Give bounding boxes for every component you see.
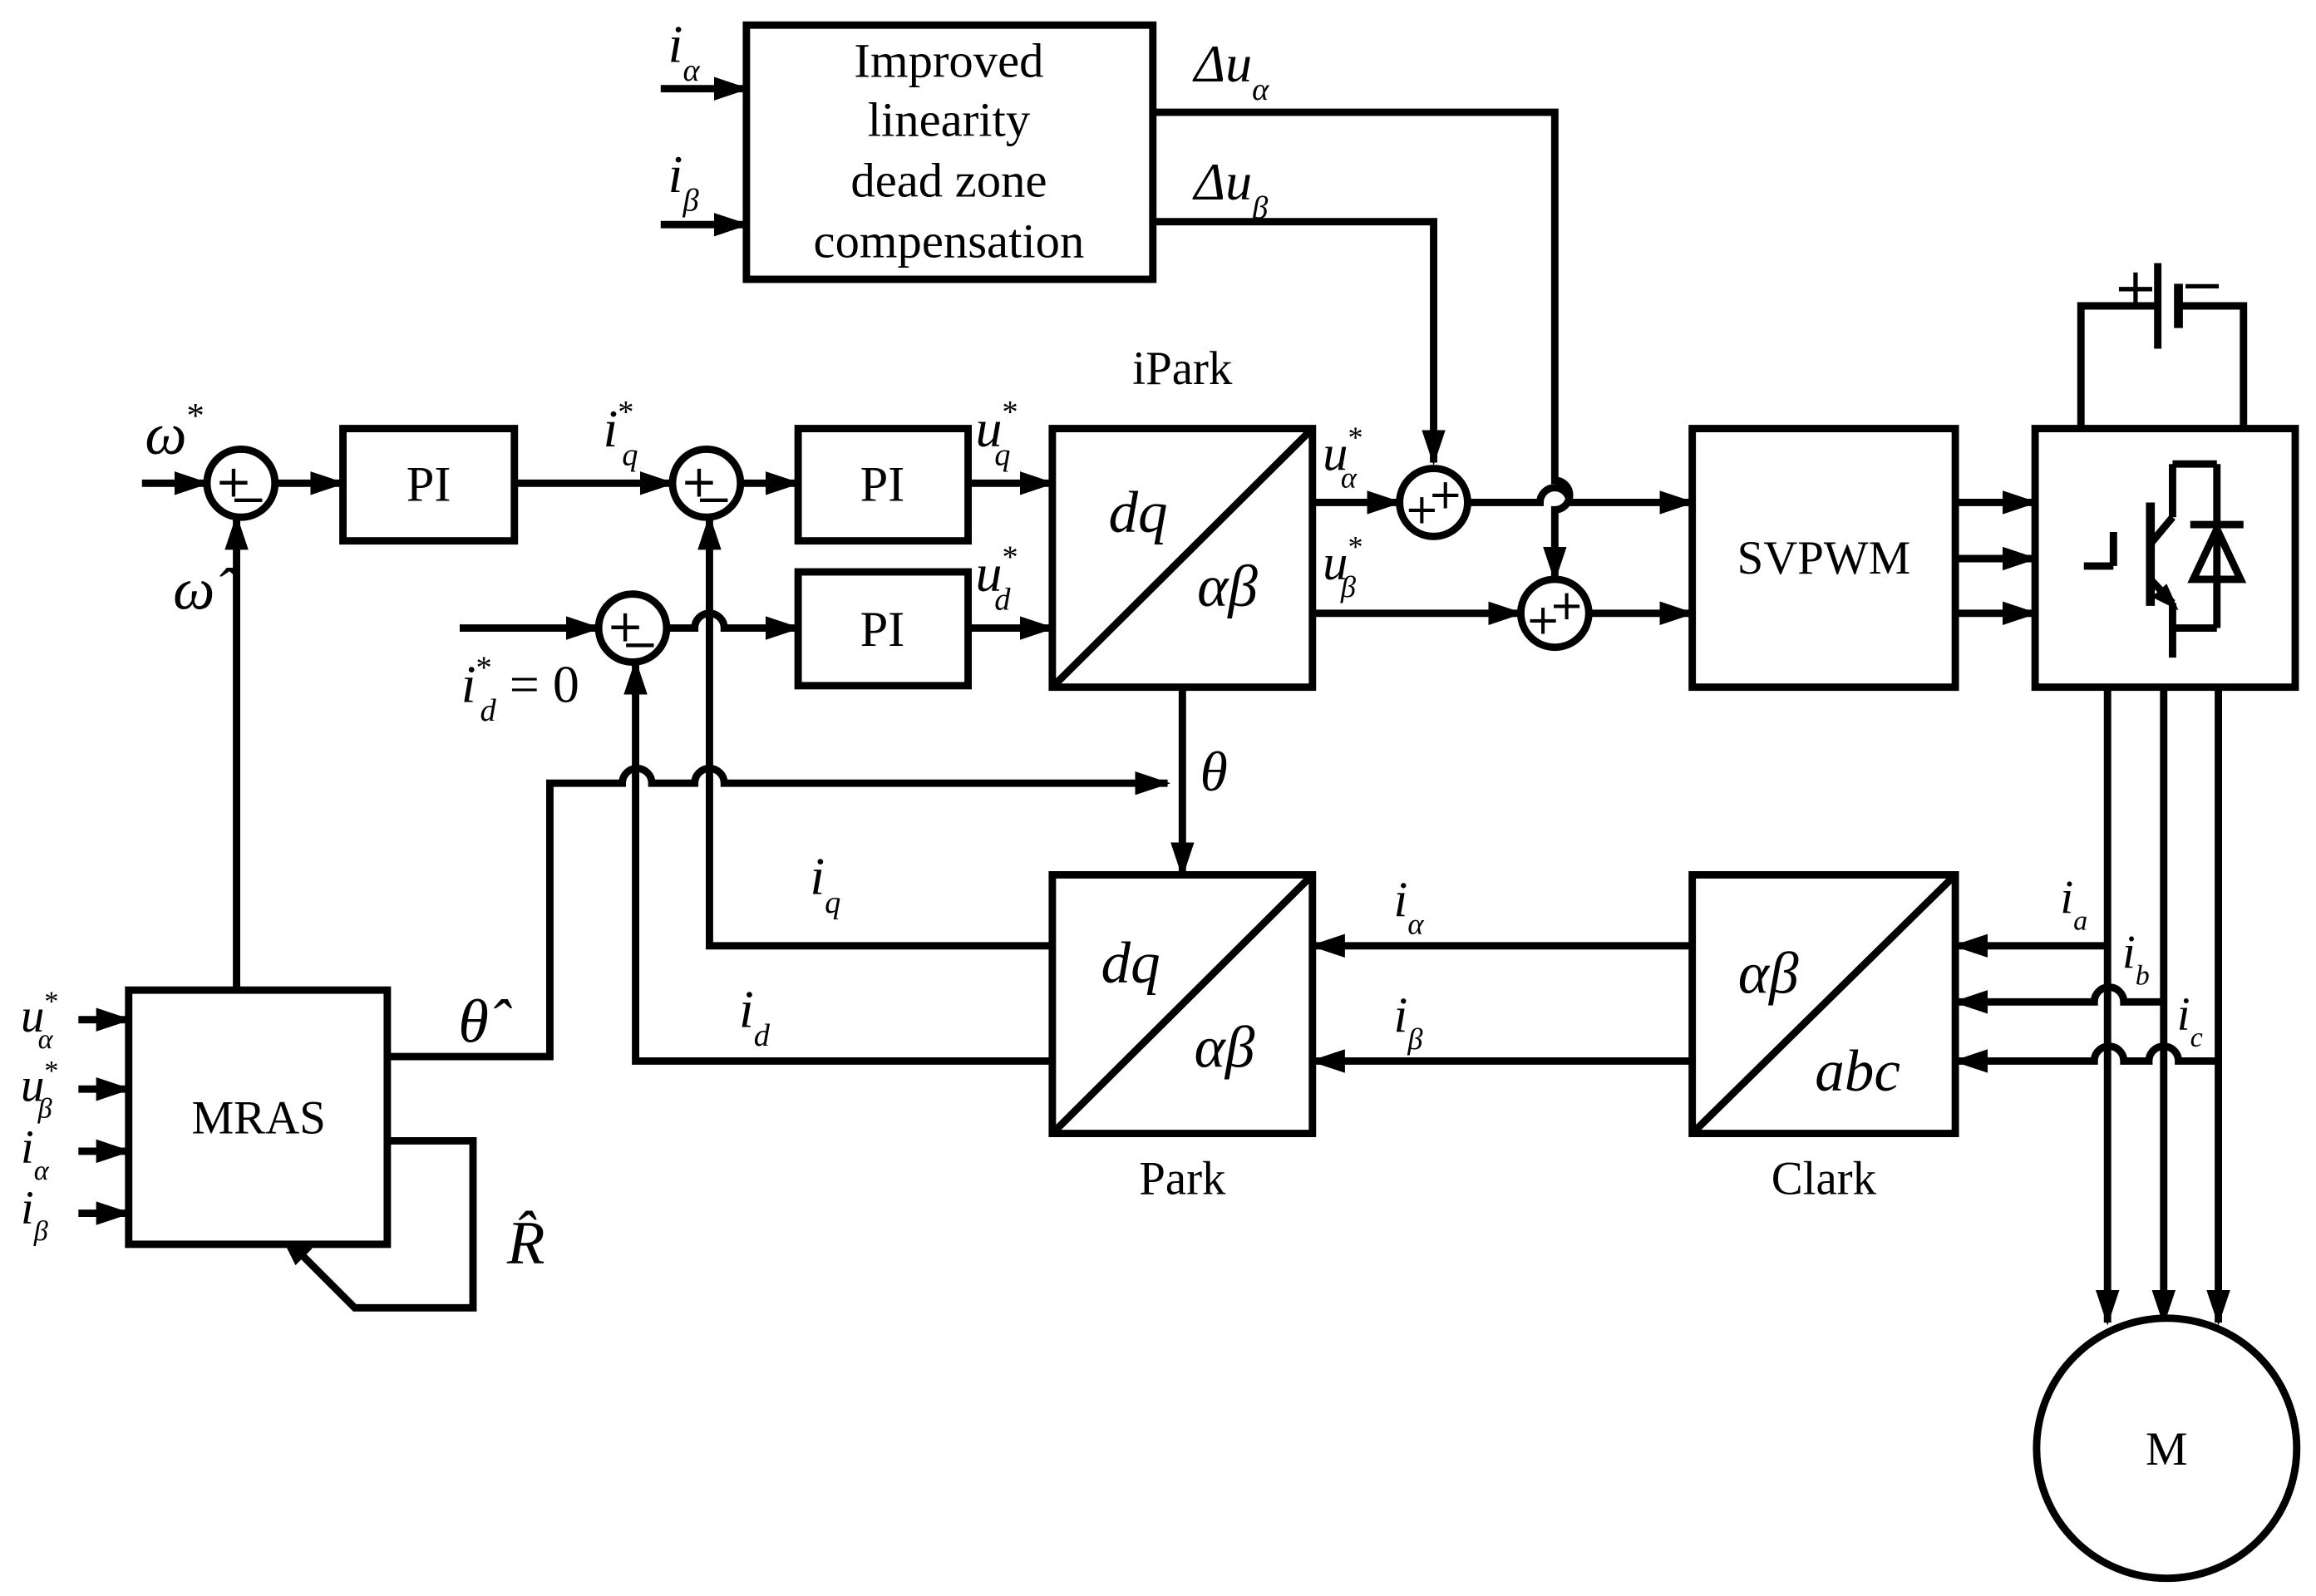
signal-label-id-ref: i*d = 0 (461, 651, 579, 728)
mras-label: MRAS (192, 1092, 326, 1145)
d-pi-label: PI (860, 602, 905, 658)
signal-label-delta-u-beta: Δuβ (1192, 152, 1269, 225)
sum-sign: − (622, 618, 659, 670)
sum-sign: + (1550, 581, 1584, 629)
ipark-title: iPark (1132, 342, 1233, 395)
diode-icon (2187, 464, 2247, 628)
mras-block: MRAS (125, 986, 392, 1249)
signal-label-mras-i-alpha: iα (21, 1121, 50, 1186)
signal-label-iq-fb: iq (810, 847, 840, 920)
dead-zone-compensation-block: Improved linearity dead zone compensatio… (742, 21, 1157, 283)
battery-minus-sign: − (2180, 254, 2225, 316)
battery-plus-sign: + (2113, 258, 2158, 319)
signal-label-i-beta-fb: iβ (1394, 988, 1423, 1056)
clark-block: αβ abc (1688, 871, 1959, 1137)
clark-abc-label: abc (1815, 1039, 1900, 1104)
park-dq-label: dq (1101, 931, 1160, 996)
ipark-block: dq αβ (1048, 425, 1317, 692)
sum-sign: + (1525, 596, 1560, 644)
q-current-pi-block: PI (794, 425, 972, 545)
speed-sum-junction: + − (203, 445, 279, 525)
signal-label-theta-hat: θ̂ (458, 987, 512, 1056)
signal-label-ia: ia (2060, 872, 2087, 937)
signal-label-u-alpha-ref: u*α (1323, 421, 1362, 494)
dead-zone-line-1: Improved (854, 33, 1043, 87)
signal-label-mras-u-alpha: u*α (21, 986, 59, 1055)
motor: M (2033, 1314, 2301, 1583)
u-alpha-sum-junction: + + (1396, 465, 1471, 540)
signal-label-delta-u-alpha: Δuα (1192, 34, 1270, 107)
signal-label-omega-ref: ω* (145, 397, 204, 467)
speed-pi-block: PI (339, 425, 519, 545)
q-pi-label: PI (860, 457, 905, 513)
park-block: dq αβ (1048, 871, 1317, 1137)
signal-label-iq-ref: i*q (603, 395, 638, 472)
signal-label-mras-u-beta: u*β (21, 1056, 59, 1125)
motor-label: M (2146, 1423, 2188, 1475)
signal-label-omega-hat: ω̂ (173, 557, 237, 622)
sum-sign: + (215, 455, 253, 507)
sum-sign: + (1404, 485, 1439, 533)
sum-sign: − (229, 473, 267, 525)
signal-label-u-beta-ref: u*β (1323, 530, 1362, 603)
signal-label-mras-i-beta: iβ (21, 1182, 48, 1247)
d-current-sum-junction: + − (594, 590, 671, 670)
sum-sign: + (1428, 470, 1463, 519)
signal-label-uq-ref: u*q (975, 395, 1018, 472)
u-beta-sum-junction: + + (1517, 575, 1593, 652)
sum-sign: + (681, 455, 718, 507)
park-alphabeta-label: αβ (1195, 1016, 1255, 1081)
dead-zone-line-3: dead zone (850, 153, 1047, 207)
dead-zone-line-2: linearity (868, 93, 1031, 147)
signal-label-i-alpha-fb: iα (1394, 872, 1425, 940)
park-title: Park (1139, 1152, 1226, 1204)
signal-label-ic: ic (2177, 988, 2203, 1053)
svpwm-block: SVPWM (1688, 425, 1959, 692)
d-current-pi-block: PI (794, 568, 972, 690)
dead-zone-line-4: compensation (814, 214, 1085, 268)
signal-label-i-alpha-in: iα (668, 15, 701, 88)
igbt-switch-icon (2083, 460, 2217, 658)
inverter-block (2031, 425, 2299, 692)
signal-label-id-fb: id (739, 980, 771, 1053)
signal-label-ib: ib (2122, 926, 2150, 991)
wires (78, 76, 2248, 1326)
q-current-sum-junction: + − (668, 445, 745, 525)
signal-label-theta: θ (1200, 741, 1228, 803)
signal-label-ud-ref: u*d (975, 539, 1018, 617)
clark-alphabeta-label: αβ (1738, 942, 1799, 1007)
sum-sign: + (607, 600, 644, 653)
clark-title: Clark (1771, 1152, 1877, 1204)
ipark-alphabeta-label: αβ (1197, 554, 1258, 619)
sum-sign: − (695, 473, 732, 525)
ipark-dq-label: dq (1108, 480, 1167, 545)
signal-label-i-beta-in: iβ (668, 145, 700, 218)
signal-label-r-hat: R̂ (506, 1209, 545, 1278)
speed-pi-label: PI (407, 457, 451, 513)
svpwm-label: SVPWM (1737, 532, 1911, 584)
